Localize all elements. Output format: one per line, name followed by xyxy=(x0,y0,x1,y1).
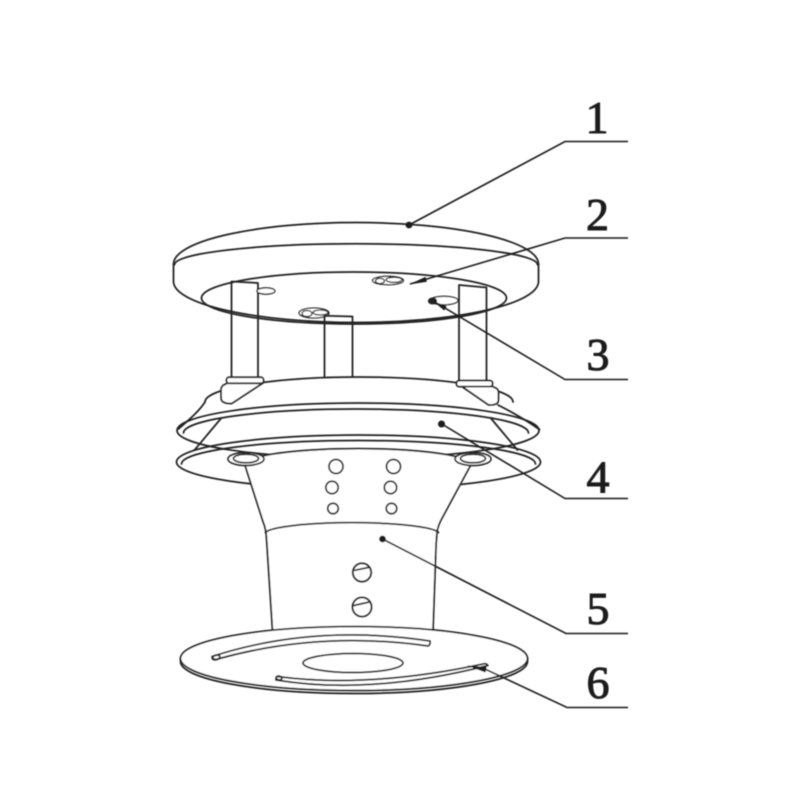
svg-text:6: 6 xyxy=(587,657,610,708)
svg-text:5: 5 xyxy=(587,583,610,634)
svg-text:4: 4 xyxy=(587,452,610,503)
svg-text:2: 2 xyxy=(586,189,609,240)
svg-text:3: 3 xyxy=(587,329,610,380)
svg-text:1: 1 xyxy=(586,92,609,143)
